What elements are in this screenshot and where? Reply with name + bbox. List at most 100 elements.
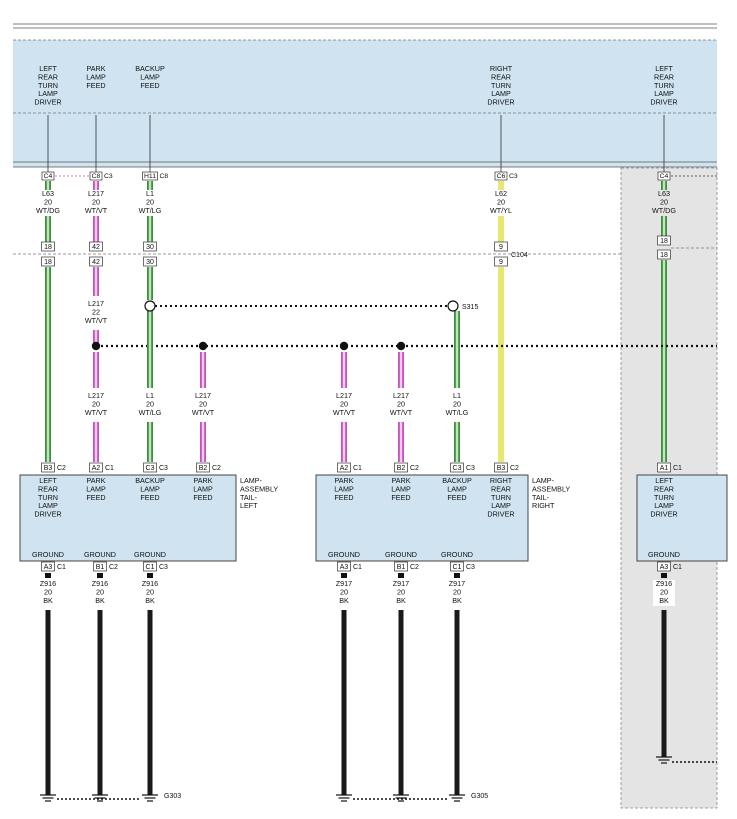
right_lamp-ground-term-0 (341, 573, 347, 578)
right_lamp-input-pin-box-3 (494, 462, 508, 473)
third_lamp-ground-conn-0: C1 (673, 564, 682, 571)
output-pin-box-backup (142, 171, 158, 181)
right_lamp-box (315, 474, 529, 562)
right_lamp-ground-term-1 (398, 573, 404, 578)
right_lamp-ground-conn-2: C3 (466, 564, 475, 571)
park-bus-node-2 (339, 341, 349, 351)
left_lamp-ground-pin-2: C1 (146, 564, 155, 571)
third_lamp-ground-term-0 (661, 573, 667, 578)
third_lamp-ground-pin-box-0 (657, 561, 671, 572)
third_lamp-ground-label-bg-0 (653, 580, 675, 606)
c104-pin-top-2-box (143, 241, 157, 252)
c104-pin-bottom-3: 9 (499, 259, 503, 266)
left_lamp-input-conn-1: C1 (105, 465, 114, 472)
output-conn-backup: C8 (160, 173, 169, 180)
right_lamp-ground-term-2 (454, 573, 460, 578)
c104-pin-top-3-box (494, 241, 508, 252)
c104-pin-bottom-2: 30 (146, 259, 154, 266)
left_lamp-input-conn-0: C2 (57, 465, 66, 472)
left_lamp-ground-term-0 (45, 573, 51, 578)
c104-pin-bottom-1-box (89, 256, 103, 267)
output-pin-park: C8 (92, 173, 101, 180)
top-module-fill (13, 40, 717, 167)
left_lamp-ground-pin-box-2 (143, 561, 157, 572)
third_lamp-ground-label-0: GROUND (648, 550, 680, 559)
third_lamp-ground-pin-0: A3 (660, 564, 669, 571)
left_lamp-input-conn-2: C3 (159, 465, 168, 472)
right_lamp-input-conn-0: C1 (353, 465, 362, 472)
right_lamp-input-pin-0: A2 (340, 465, 349, 472)
right_lamp-input-pin-3: B3 (497, 465, 506, 472)
left_lamp-box (19, 474, 237, 562)
left_lamp-ground-pin-box-1 (93, 561, 107, 572)
right_lamp-input-conn-3: C2 (510, 465, 519, 472)
right_lamp-input-pin-1: B2 (397, 465, 406, 472)
left_lamp-ground-pin-1: B1 (96, 564, 105, 571)
output-pin-box-rrtl (494, 171, 508, 181)
left_lamp-ground-conn-1: C2 (109, 564, 118, 571)
c104-pin-bottom-3-box (494, 256, 508, 267)
right_lamp-input-conn-1: C2 (410, 465, 419, 472)
right_lamp-input-pin-box-0 (337, 462, 351, 473)
c104-pin-top-1-box (89, 241, 103, 252)
right_lamp-ground-conn-1: C2 (410, 564, 419, 571)
left_lamp-ground-label-0: GROUND (32, 550, 64, 559)
right_lamp-ground-pin-box-0 (337, 561, 351, 572)
left_lamp-input-pin-box-0 (41, 462, 55, 473)
park-bus-node-3 (396, 341, 406, 351)
third_lamp-box (636, 474, 728, 562)
c104-pin-top-1: 42 (92, 244, 100, 251)
park-bus-node-0 (91, 341, 101, 351)
c104-pin-bottom-0: 18 (44, 259, 52, 266)
output-pin-rrtl: C6 (497, 173, 506, 180)
output-pin-box-lrtl2 (657, 171, 671, 181)
left_lamp-ground-conn-0: C1 (57, 564, 66, 571)
right_lamp-ground-point: G305 (471, 793, 488, 800)
right_lamp-input-conn-2: C3 (466, 465, 475, 472)
splice-s315-node-right (447, 300, 459, 312)
c104-pin-bottom-4-box (657, 249, 671, 260)
output-pin-lrtl2: C4 (660, 173, 669, 180)
c104-pin-bottom-4: 18 (660, 252, 668, 259)
output-pin-box-park (89, 171, 103, 181)
c104-pin-top-0-box (41, 241, 55, 252)
left_lamp-ground-label-1: GROUND (84, 550, 116, 559)
left_lamp-ground-term-2 (147, 573, 153, 578)
output-pin-box-lrtl (41, 171, 55, 181)
park-bus-node-1 (198, 341, 208, 351)
right_lamp-ground-pin-box-1 (394, 561, 408, 572)
c104-pin-top-0: 18 (44, 244, 52, 251)
left_lamp-input-pin-box-2 (143, 462, 157, 473)
c104-pin-bottom-0-box (41, 256, 55, 267)
c104-pin-top-4-box (657, 235, 671, 246)
third_lamp-input-pin-0: A1 (660, 465, 669, 472)
output-pin-backup: H11 (144, 173, 156, 180)
right_lamp-ground-label-1: GROUND (385, 550, 417, 559)
